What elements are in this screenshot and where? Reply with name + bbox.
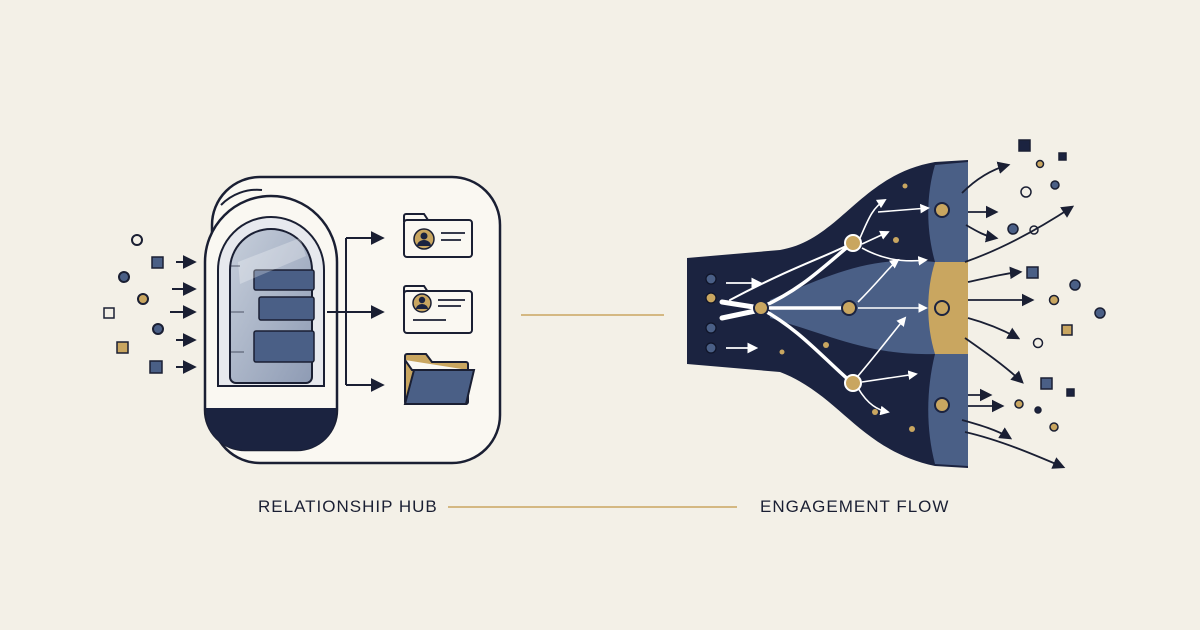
relationship-hub-illustration — [103, 175, 502, 465]
flow-node — [753, 300, 769, 316]
flow-node — [844, 374, 862, 392]
flow-node — [841, 300, 857, 316]
particle-square — [149, 360, 163, 374]
particle-dot — [118, 271, 130, 283]
funnel-flow-icon — [687, 139, 1106, 469]
drawer — [258, 296, 315, 321]
input-dots — [705, 273, 717, 354]
flow-nodes — [753, 202, 950, 413]
drawer — [253, 330, 315, 363]
flow-node — [844, 234, 862, 252]
contact-card-icon — [403, 285, 473, 334]
outgoing-arrows — [961, 161, 1075, 469]
incoming-particles — [103, 234, 164, 374]
particle-square — [116, 341, 129, 354]
output-particles — [1007, 139, 1106, 432]
engagement-flow-label: ENGAGEMENT FLOW — [760, 497, 950, 516]
particle-dot — [137, 293, 149, 305]
particle-dot — [131, 234, 143, 246]
particle-dot — [152, 323, 164, 335]
drawer — [253, 269, 315, 291]
particle-square — [103, 307, 115, 319]
storage-container-icon — [203, 188, 339, 452]
particle-square — [151, 256, 164, 269]
distribution-arrows — [327, 231, 385, 392]
contact-card-icon — [403, 213, 473, 258]
relationship-hub-label: RELATIONSHIP HUB — [258, 497, 438, 516]
incoming-arrows — [170, 255, 197, 374]
folder-icon — [403, 353, 476, 405]
